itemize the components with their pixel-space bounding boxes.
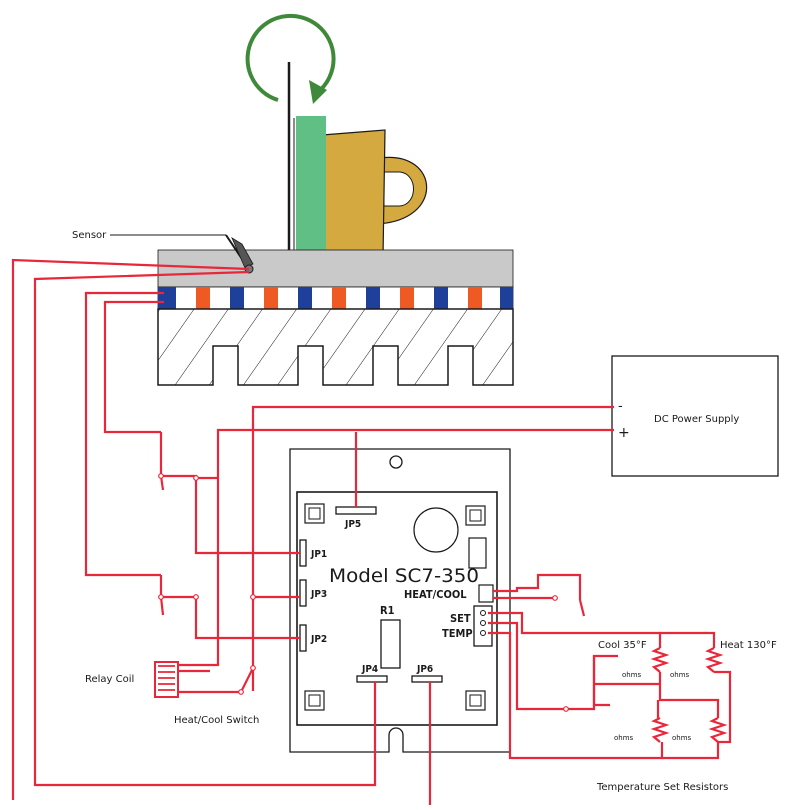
sensor-label: Sensor bbox=[72, 230, 107, 241]
coffee-cup bbox=[287, 62, 428, 264]
jp1-label: JP1 bbox=[310, 549, 327, 560]
temperature-sensor bbox=[110, 234, 254, 274]
liquid bbox=[296, 116, 326, 256]
peltier-module bbox=[157, 286, 514, 310]
set-label: SET bbox=[450, 612, 471, 625]
heat-temp-label: Heat 130°F bbox=[720, 640, 777, 651]
jp5-label: JP5 bbox=[344, 519, 361, 530]
dc-power-supply bbox=[611, 355, 779, 477]
mounting-hole bbox=[389, 455, 403, 469]
heat-sink bbox=[157, 308, 514, 386]
controller-board bbox=[289, 448, 511, 753]
resistors-caption: Temperature Set Resistors bbox=[596, 782, 728, 793]
relay-coil-label: Relay Coil bbox=[85, 674, 134, 685]
resistor-d-label: ohms bbox=[672, 734, 692, 742]
r1-label: R1 bbox=[380, 604, 395, 617]
resistor-c-label: ohms bbox=[614, 734, 634, 742]
temperature-set-resistors bbox=[650, 647, 728, 743]
dc-power-supply-label: DC Power Supply bbox=[654, 414, 739, 425]
jp3-label: JP3 bbox=[310, 589, 327, 600]
temp-label: TEMP bbox=[442, 627, 473, 640]
model-label: Model SC7-350 bbox=[329, 565, 479, 587]
heat-cool-label: HEAT/COOL bbox=[404, 588, 467, 601]
relay-contacts bbox=[158, 473, 569, 712]
plus-terminal-label: + bbox=[618, 425, 630, 441]
minus-terminal-label: - bbox=[618, 399, 623, 414]
resistor-a-label: ohms bbox=[622, 671, 642, 679]
cool-temp-label: Cool 35°F bbox=[598, 640, 647, 651]
stir-arrow-icon bbox=[245, 13, 336, 104]
jp6-label: JP6 bbox=[416, 664, 433, 675]
jp2-label: JP2 bbox=[310, 634, 327, 645]
heat-cool-switch-label: Heat/Cool Switch bbox=[174, 715, 259, 726]
jp4-label: JP4 bbox=[361, 664, 378, 675]
relay-coil bbox=[154, 661, 179, 698]
resistor-b-label: ohms bbox=[670, 671, 690, 679]
